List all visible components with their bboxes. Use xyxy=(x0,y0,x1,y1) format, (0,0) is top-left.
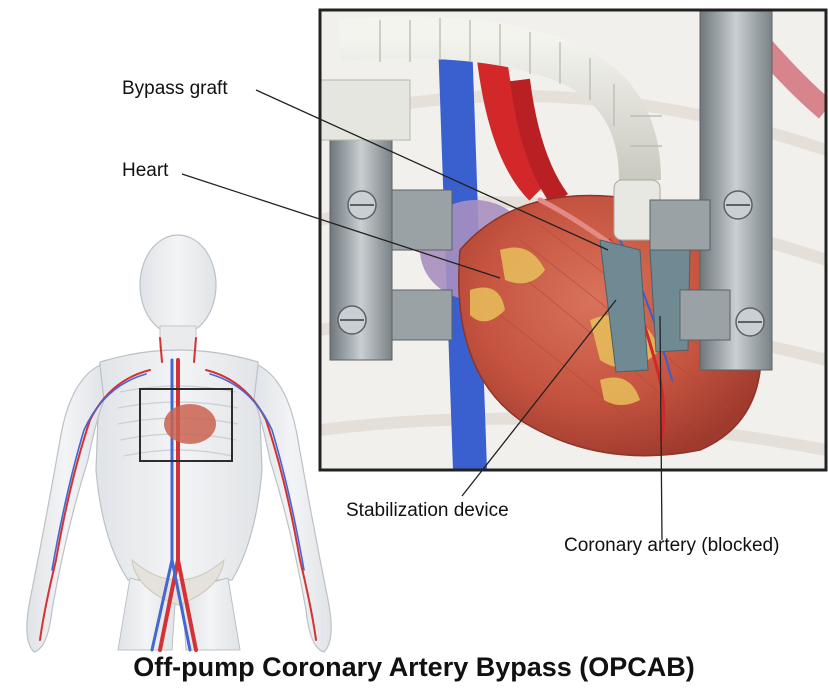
label-coronary-artery: Coronary artery (blocked) xyxy=(564,535,779,557)
label-stabilization-device: Stabilization device xyxy=(346,500,509,522)
label-bypass-graft: Bypass graft xyxy=(122,78,228,100)
body-figure xyxy=(27,235,331,652)
label-heart: Heart xyxy=(122,160,168,182)
inset-view xyxy=(320,10,826,470)
diagram-title: Off-pump Coronary Artery Bypass (OPCAB) xyxy=(0,652,828,683)
